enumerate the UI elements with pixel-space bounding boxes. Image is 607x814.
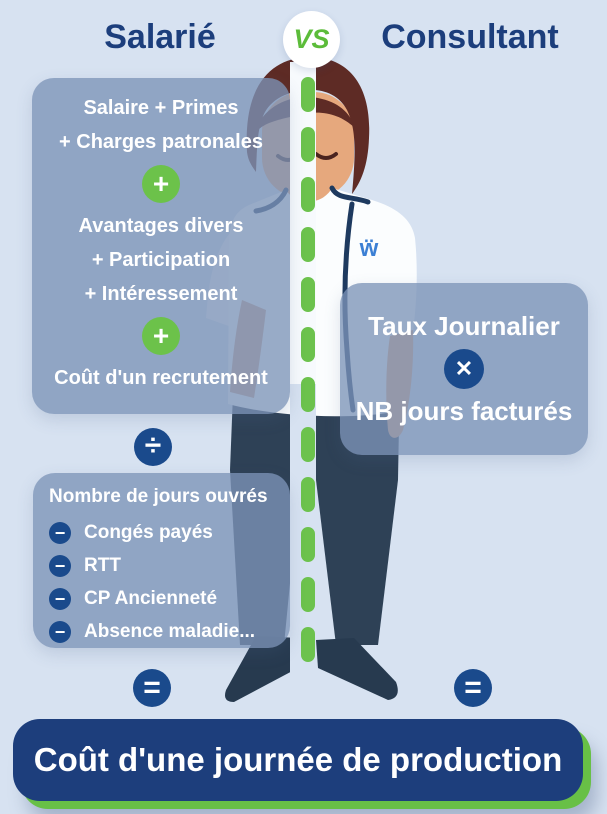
day-item-label: RTT: [84, 554, 121, 576]
consultant-title: Consultant: [381, 18, 559, 56]
salarie-days-panel: Nombre de jours ouvrés − Congés payés − …: [33, 473, 290, 648]
minus-glyph: −: [54, 555, 66, 576]
cost-line-charges-patronales: + Charges patronales: [59, 131, 263, 153]
cost-line-participation: + Participation: [91, 249, 231, 271]
result-banner: Coût d'une journée de production: [13, 719, 583, 801]
day-item-label: Absence maladie...: [84, 620, 256, 642]
split-gap-top: [290, 62, 316, 384]
right-shoe: [316, 638, 398, 700]
minus-glyph: −: [54, 522, 66, 543]
result-label: Coût d'une journée de production: [33, 741, 563, 778]
vs-badge: VS: [283, 11, 340, 68]
salarie-title: Salarié: [104, 18, 216, 56]
equals-icon-left: =: [133, 669, 171, 707]
split-gap-bottom: [290, 384, 316, 696]
consultant-panel: Taux Journalier ✕ NB jours facturés: [340, 283, 588, 455]
day-item-conges: − Congés payés: [49, 516, 276, 549]
cost-line-recrutement: Coût d'un recrutement: [54, 367, 268, 389]
cost-line-interessement: + Intéressement: [84, 283, 238, 305]
equals-glyph: =: [143, 671, 161, 704]
cost-line-salaire-primes: Salaire + Primes: [83, 97, 239, 119]
multiply-icon: ✕: [444, 349, 484, 389]
divide-glyph: ÷: [144, 429, 162, 462]
consultant-line-taux: Taux Journalier: [368, 311, 560, 341]
day-item-absence-maladie: − Absence maladie...: [49, 615, 276, 648]
day-item-rtt: − RTT: [49, 549, 276, 582]
shirt-logo: ẅ: [359, 235, 379, 262]
minus-icon: −: [49, 554, 71, 577]
multiply-glyph: ✕: [454, 356, 474, 381]
plus-glyph: +: [152, 320, 170, 351]
salarie-costs-panel: Salaire + Primes + Charges patronales + …: [32, 78, 290, 414]
day-item-label: CP Ancienneté: [84, 587, 218, 609]
minus-icon: −: [49, 587, 71, 610]
consultant-line-nb-jours: NB jours facturés: [355, 396, 573, 426]
cost-line-avantages: Avantages divers: [78, 215, 244, 237]
day-item-cp-anciennete: − CP Ancienneté: [49, 582, 276, 615]
plus-icon: +: [142, 165, 180, 203]
minus-icon: −: [49, 620, 71, 643]
equals-glyph: =: [464, 671, 482, 704]
minus-glyph: −: [54, 621, 66, 642]
day-item-label: Congés payés: [84, 521, 213, 543]
minus-icon: −: [49, 521, 71, 544]
equals-icon-right: =: [454, 669, 492, 707]
days-panel-title: Nombre de jours ouvrés: [49, 486, 268, 507]
plus-icon: +: [142, 317, 180, 355]
vs-label: VS: [293, 24, 330, 54]
minus-glyph: −: [54, 588, 66, 609]
plus-glyph: +: [152, 168, 170, 199]
divide-icon: ÷: [134, 428, 172, 466]
